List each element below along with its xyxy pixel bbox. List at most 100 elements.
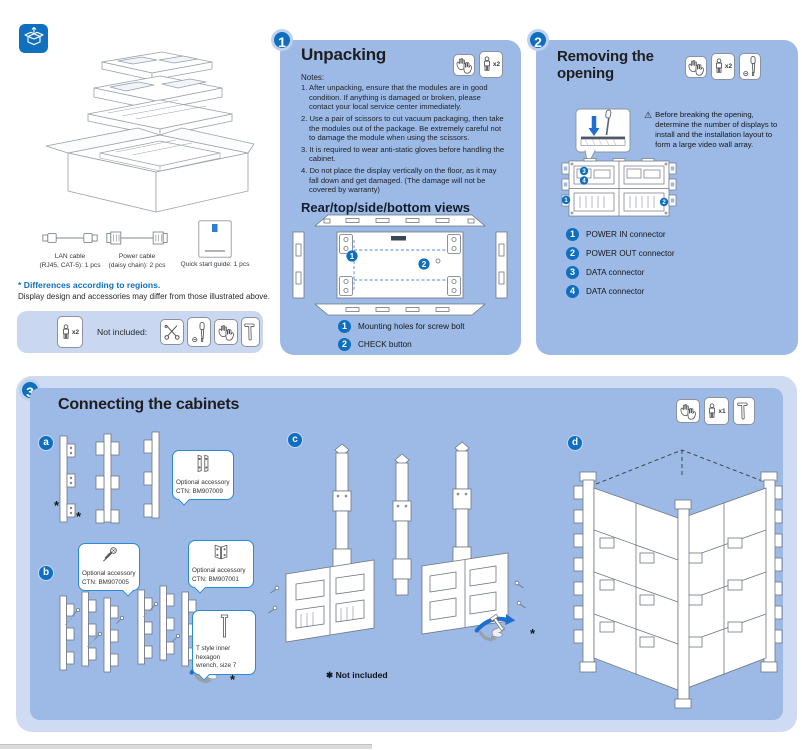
screwdriver-glyph bbox=[742, 55, 759, 78]
section2-title: Removing the opening bbox=[557, 48, 654, 83]
section1-legend: 1 Mounting holes for screw bolt 2 CHECK … bbox=[338, 320, 465, 356]
svg-text:3: 3 bbox=[582, 169, 586, 175]
power-cable-label: Power cable (daisy chain): 2 pcs bbox=[108, 253, 166, 269]
callout-line: T style inner hexagon bbox=[196, 645, 231, 661]
t-wrench-icon bbox=[241, 317, 260, 347]
step-c-badge: c bbox=[287, 432, 303, 448]
section1-number-badge: 1 bbox=[271, 29, 293, 51]
quick-start-guide-label: Quick start guide: 1 pcs bbox=[180, 261, 250, 268]
legend-text: POWER IN connector bbox=[586, 230, 666, 239]
svg-text:*: * bbox=[76, 509, 82, 524]
section2-title-line1: Removing the bbox=[557, 48, 654, 65]
person-count-icon: x1 bbox=[704, 397, 729, 425]
regions-note-subtitle: Display design and accessories may diffe… bbox=[18, 292, 270, 301]
lan-cable-label: LAN cable (RJ45, CAT-5): 1 pcs bbox=[39, 253, 101, 269]
warning-text: Before breaking the opening, determine t… bbox=[655, 110, 778, 149]
legend-row: 1 POWER IN connector bbox=[566, 228, 675, 241]
power-cable-figure bbox=[106, 231, 168, 245]
callout-hex-wrench: T style inner hexagon wrench, size 7 bbox=[192, 610, 256, 675]
person-count-icon: x2 bbox=[711, 53, 735, 80]
gloves-icon bbox=[453, 54, 475, 76]
legend-badge: 4 bbox=[566, 285, 579, 298]
screwdriver-glyph bbox=[191, 321, 208, 344]
connector-diagram: 3 4 1 2 bbox=[561, 158, 677, 217]
gloves-glyph bbox=[687, 58, 705, 76]
gloves-glyph bbox=[679, 402, 697, 420]
person-count-icon: x2 bbox=[479, 51, 503, 78]
svg-text:*: * bbox=[530, 626, 536, 641]
legend-text: CHECK button bbox=[358, 340, 412, 349]
gloves-glyph bbox=[455, 56, 473, 74]
legend-text: DATA connector bbox=[586, 268, 645, 277]
step-a-art bbox=[59, 431, 160, 524]
section1-title: Unpacking bbox=[301, 45, 387, 64]
warning-icon: ⚠ bbox=[644, 110, 653, 120]
regions-note-title: * Differences according to regions. bbox=[18, 280, 161, 290]
legend-text: Mounting holes for screw bolt bbox=[358, 322, 465, 331]
callout-accessory-b2: Optional accessory CTN: BM907001 bbox=[188, 540, 254, 588]
legend-row: 1 Mounting holes for screw bolt bbox=[338, 320, 465, 333]
screw-icon bbox=[82, 546, 136, 569]
person-icon bbox=[707, 402, 717, 420]
quick-start-guide-figure bbox=[198, 220, 232, 258]
not-included-label: Not included: bbox=[97, 327, 148, 337]
person-icon bbox=[61, 323, 71, 341]
callout-line: Optional accessory bbox=[192, 567, 246, 574]
gloves-glyph bbox=[217, 323, 235, 341]
person-count-label: x1 bbox=[718, 407, 726, 415]
callout-line: CTN: BM907001 bbox=[192, 575, 239, 583]
rear-view-diagram: 1 2 bbox=[292, 214, 508, 316]
person-count-label: x2 bbox=[724, 63, 733, 70]
scissors-icon bbox=[160, 319, 184, 345]
section-connecting-cabinets: 3 Connecting the cabinets x1 a b c d bbox=[16, 376, 797, 732]
section-unpacking: 1 Unpacking x2 Notes: 1. After unpacking… bbox=[271, 29, 521, 356]
callout-line: Optional accessory bbox=[176, 479, 230, 486]
legend-badge: 1 bbox=[566, 228, 579, 241]
window-edge-bar bbox=[0, 744, 372, 749]
person-count-icon: x2 bbox=[57, 316, 83, 348]
legend-badge: 2 bbox=[566, 247, 579, 260]
packaging-illustration bbox=[45, 51, 255, 213]
legend-row: 4 DATA connector bbox=[566, 285, 675, 298]
screwdriver-icon bbox=[739, 53, 761, 80]
section2-legend: 1 POWER IN connector 2 POWER OUT connect… bbox=[566, 228, 675, 303]
note-item: 2. Use a pair of scissors to cut vacuum … bbox=[301, 113, 504, 143]
notes-list: 1. After unpacking, ensure that the modu… bbox=[301, 83, 505, 197]
callout-line: CTN: BM907005 bbox=[82, 578, 129, 586]
legend-badge: 3 bbox=[566, 266, 579, 279]
svg-text:*: * bbox=[230, 672, 236, 687]
gloves-icon bbox=[676, 399, 700, 423]
step-b-badge: b bbox=[38, 565, 54, 581]
gloves-icon bbox=[214, 319, 238, 345]
hand-wrench-icon bbox=[473, 608, 519, 649]
corner-bracket-icon bbox=[192, 543, 250, 566]
lan-cable-figure bbox=[42, 233, 98, 243]
svg-text:2: 2 bbox=[662, 200, 666, 206]
legend-text: POWER OUT connector bbox=[586, 249, 675, 258]
not-included-note: ✱ Not included bbox=[326, 670, 388, 680]
note-item: 3. It is required to wear anti-static gl… bbox=[301, 144, 505, 164]
callout-line: CTN: BM907009 bbox=[176, 487, 223, 495]
break-opening-inset bbox=[575, 108, 631, 166]
person-icon bbox=[482, 56, 492, 73]
note-item: 1. After unpacking, ensure that the modu… bbox=[301, 83, 488, 112]
legend-text: DATA connector bbox=[586, 287, 645, 296]
svg-text:1: 1 bbox=[564, 198, 568, 204]
legend-row: 2 POWER OUT connector bbox=[566, 247, 675, 260]
svg-text:1: 1 bbox=[350, 252, 355, 261]
section3-title: Connecting the cabinets bbox=[58, 396, 240, 413]
callout-line: wrench, size 7 bbox=[196, 662, 237, 669]
legend-badge: 2 bbox=[338, 338, 351, 351]
unboxing-glyph bbox=[22, 24, 46, 53]
legend-row: 2 CHECK button bbox=[338, 338, 465, 351]
step-d-badge: d bbox=[567, 435, 583, 451]
person-count-label: x2 bbox=[71, 328, 80, 336]
scissors-glyph bbox=[163, 323, 181, 341]
note-item: 4. Do not place the display vertically o… bbox=[301, 166, 497, 195]
cabinet-assembly-diagrams: * * * * bbox=[54, 431, 783, 709]
section-removing-opening: 2 Removing the opening x2 bbox=[527, 29, 798, 355]
legend-row: 3 DATA connector bbox=[566, 266, 675, 279]
t-wrench-glyph bbox=[736, 400, 752, 422]
t-wrench-icon bbox=[733, 397, 755, 425]
